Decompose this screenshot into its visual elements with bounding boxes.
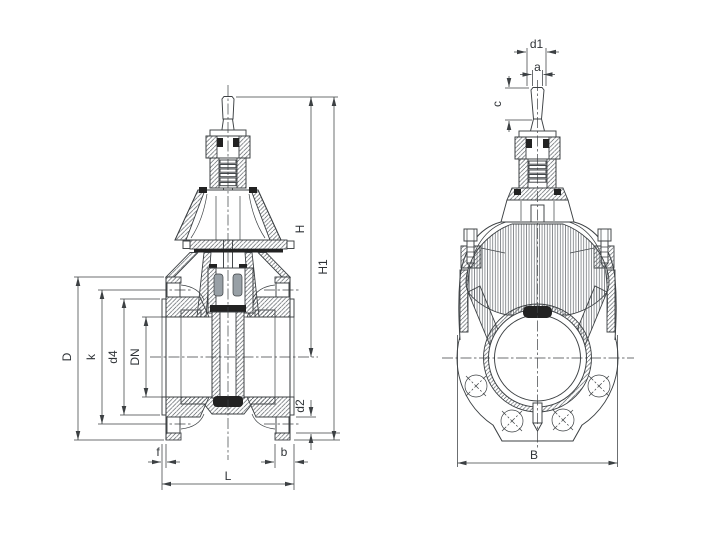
dimension-L: L	[162, 469, 294, 487]
dim-label-k: k	[84, 353, 98, 360]
bonnet-bolt-right	[569, 228, 615, 269]
dimension-H1: H1	[316, 97, 337, 440]
stem-seal	[217, 138, 223, 147]
bonnet-flange	[182, 239, 295, 253]
dimension-k: k	[84, 290, 105, 424]
dim-label-f: f	[156, 445, 160, 459]
extension-lines-right	[457, 48, 618, 467]
stem-seal	[233, 138, 239, 147]
wedge-guide-pad	[232, 273, 243, 297]
bolt-hole-boss	[275, 416, 290, 434]
raised-face	[289, 298, 295, 318]
bonnet-bolt	[286, 240, 295, 249]
bonnet	[174, 187, 282, 241]
bonnet-bolt	[182, 240, 191, 249]
bonnet-gasket	[194, 249, 283, 253]
dimension-b: b	[261, 445, 308, 465]
dim-label-d2: d2	[293, 399, 307, 413]
dimension-DN: DN	[128, 317, 149, 397]
dim-label-a: a	[534, 60, 541, 74]
dimension-d1: d1	[514, 37, 559, 55]
extension-lines-left	[74, 96, 340, 490]
left-pipe-flange	[161, 276, 210, 441]
raised-face	[161, 396, 167, 416]
side-section-view: D k d4 DN H H1 d2 f	[60, 85, 340, 490]
dimension-D: D	[60, 277, 81, 440]
right-pipe-flange	[246, 276, 295, 441]
dim-label-b: b	[281, 445, 288, 459]
dimension-B: B	[457, 448, 618, 466]
dim-label-d1: d1	[530, 37, 544, 51]
dim-label-H: H	[293, 225, 307, 234]
front-section-view: d1 a c B	[442, 37, 634, 467]
wedge-assembly	[207, 264, 254, 407]
dimension-f: f	[148, 445, 180, 465]
raised-face	[161, 298, 167, 318]
wedge-guide-pad	[213, 273, 224, 297]
dim-label-H1: H1	[316, 259, 330, 275]
dim-label-D: D	[60, 352, 74, 361]
dim-label-L: L	[225, 469, 232, 483]
dimension-d4: d4	[106, 299, 127, 415]
dimension-c: c	[490, 76, 512, 132]
dimension-d2: d2	[293, 399, 314, 450]
dim-label-c: c	[490, 101, 504, 107]
dimension-a: a	[520, 60, 555, 77]
bolt-hole-boss	[166, 416, 181, 434]
flange-bolt-holes	[464, 374, 611, 433]
dim-label-B: B	[530, 448, 538, 462]
dim-label-d4: d4	[106, 350, 120, 364]
dim-label-DN: DN	[128, 348, 142, 365]
dimension-H: H	[293, 97, 314, 357]
